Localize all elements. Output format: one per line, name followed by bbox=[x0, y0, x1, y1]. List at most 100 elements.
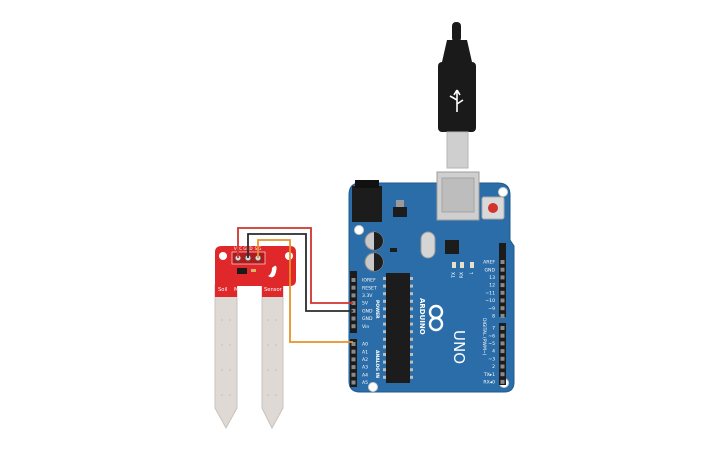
arduino-brand: ARDUINO bbox=[418, 298, 426, 335]
sensor-probe-left bbox=[214, 284, 238, 430]
reset-button-cap[interactable] bbox=[488, 203, 498, 213]
sensor-chip bbox=[237, 268, 247, 274]
sensor-mount-hole-right bbox=[285, 252, 293, 260]
led-label-l: L bbox=[469, 272, 475, 275]
digital-bottom-pin[interactable] bbox=[500, 341, 505, 346]
usb-port-inner bbox=[441, 177, 475, 213]
l-led bbox=[470, 262, 474, 268]
digital-top-pin[interactable] bbox=[500, 275, 505, 280]
chip-leg bbox=[383, 322, 386, 326]
chip-leg bbox=[410, 292, 413, 296]
chip-leg bbox=[410, 337, 413, 341]
analog-header-pin-label: A0 bbox=[362, 342, 368, 348]
digital-bottom-pin[interactable] bbox=[500, 349, 505, 354]
arduino-uno-board[interactable]: TX RX L ARDUINO UNO POWER ANALOG IN DIGI… bbox=[348, 171, 515, 393]
power-header-pin[interactable] bbox=[351, 301, 356, 306]
digital-bottom-pin-label: ~3 bbox=[488, 356, 495, 362]
crystal-oscillator bbox=[420, 231, 436, 259]
digital-bottom-pin[interactable] bbox=[500, 326, 505, 330]
mount-hole bbox=[368, 382, 378, 392]
chip-leg bbox=[383, 368, 386, 372]
power-header-pin[interactable] bbox=[351, 324, 356, 329]
chip-leg bbox=[383, 292, 386, 296]
sensor-probe-dots bbox=[221, 319, 277, 396]
digital-top-pin-label: AREF bbox=[483, 260, 495, 266]
chip-leg bbox=[383, 375, 386, 379]
digital-bottom-pin[interactable] bbox=[500, 379, 505, 384]
chip-leg bbox=[410, 284, 413, 288]
digital-header-top bbox=[499, 243, 506, 317]
chip-leg bbox=[410, 353, 413, 356]
digital-bottom-pin[interactable] bbox=[500, 333, 505, 338]
analog-header-pin[interactable] bbox=[351, 380, 356, 385]
chip-leg bbox=[410, 368, 413, 372]
chip-leg bbox=[383, 307, 386, 311]
led-label-tx: TX bbox=[451, 272, 457, 279]
power-header-pin[interactable] bbox=[351, 285, 356, 290]
digital-bottom-pin-label: RX◂0 bbox=[483, 380, 495, 386]
analog-header-pin[interactable] bbox=[351, 342, 356, 346]
wire-sig-to-a0[interactable] bbox=[257, 239, 353, 343]
usb-strain-relief bbox=[442, 40, 472, 62]
digital-top-pin[interactable] bbox=[500, 298, 505, 303]
digital-top-pin-label: 12 bbox=[489, 283, 495, 289]
chip-leg bbox=[410, 299, 413, 303]
chip-leg bbox=[410, 330, 413, 334]
digital-top-pin-label: ~9 bbox=[488, 306, 495, 312]
tx-led bbox=[452, 262, 456, 268]
usb-cable-wire bbox=[452, 22, 461, 42]
smd-component bbox=[390, 248, 397, 252]
power-header-pin-label: GND bbox=[362, 308, 373, 314]
digital-bottom-pin-label: TX▸1 bbox=[483, 372, 495, 378]
rx-led bbox=[460, 262, 464, 268]
power-header-pin-label: RESET bbox=[362, 285, 377, 291]
voltage-regulator bbox=[393, 207, 407, 217]
digital-header-title: DIGITAL (PWM~) bbox=[481, 318, 487, 356]
mount-hole bbox=[498, 187, 508, 197]
sensor-label-soil: Soil bbox=[218, 287, 227, 293]
analog-header-pin[interactable] bbox=[351, 349, 356, 354]
power-header-pin[interactable] bbox=[351, 278, 356, 282]
wire-gnd-to-gnd[interactable] bbox=[247, 233, 353, 312]
soil-moisture-sensor[interactable]: VCC GND SIG Soil Moisture Sensor bbox=[214, 246, 296, 430]
sensor-label-moisture: Moisture bbox=[234, 287, 256, 293]
digital-bottom-pin-label: 4 bbox=[492, 349, 495, 355]
digital-bottom-pin-label: ~5 bbox=[488, 341, 495, 347]
digital-top-pin[interactable] bbox=[500, 260, 505, 264]
digital-top-pin[interactable] bbox=[500, 306, 505, 311]
analog-header-pin[interactable] bbox=[351, 372, 356, 377]
digital-top-pin-label: 8 bbox=[492, 314, 495, 320]
analog-header-pin-label: A4 bbox=[362, 372, 368, 378]
chip-leg bbox=[410, 307, 413, 311]
power-header-pin[interactable] bbox=[351, 316, 356, 321]
chip-leg bbox=[410, 345, 413, 349]
chip-leg bbox=[383, 315, 386, 318]
usb-cable[interactable] bbox=[438, 22, 476, 169]
analog-header bbox=[350, 339, 357, 387]
analog-header-pin[interactable] bbox=[351, 365, 356, 370]
wires bbox=[237, 227, 353, 343]
analog-header-title: ANALOG IN bbox=[374, 350, 380, 378]
chip-leg bbox=[410, 322, 413, 326]
sensor-resistor bbox=[251, 269, 256, 272]
wire-vcc-to-5v[interactable] bbox=[237, 227, 353, 304]
digital-bottom-pin[interactable] bbox=[500, 372, 505, 377]
digital-header-bottom bbox=[499, 323, 506, 385]
usb-symbol-icon bbox=[449, 89, 464, 112]
digital-bottom-pin[interactable] bbox=[500, 364, 505, 369]
power-header-pin-label: 3.3V bbox=[362, 293, 373, 299]
digital-top-pin[interactable] bbox=[500, 290, 505, 295]
power-header-pin[interactable] bbox=[351, 293, 356, 298]
digital-bottom-pin[interactable] bbox=[500, 356, 505, 361]
header-pins bbox=[351, 260, 505, 385]
analog-header-pin[interactable] bbox=[351, 357, 356, 362]
digital-top-pin[interactable] bbox=[500, 283, 505, 288]
sensor-mount-hole-left bbox=[219, 252, 227, 260]
analog-header-pin-label: A2 bbox=[362, 357, 368, 363]
power-header-pin[interactable] bbox=[351, 308, 356, 313]
usb-plug-metal bbox=[446, 131, 469, 169]
digital-top-pin[interactable] bbox=[500, 267, 505, 272]
digital-top-pin[interactable] bbox=[500, 313, 505, 318]
analog-header-pin-label: A5 bbox=[362, 380, 368, 386]
